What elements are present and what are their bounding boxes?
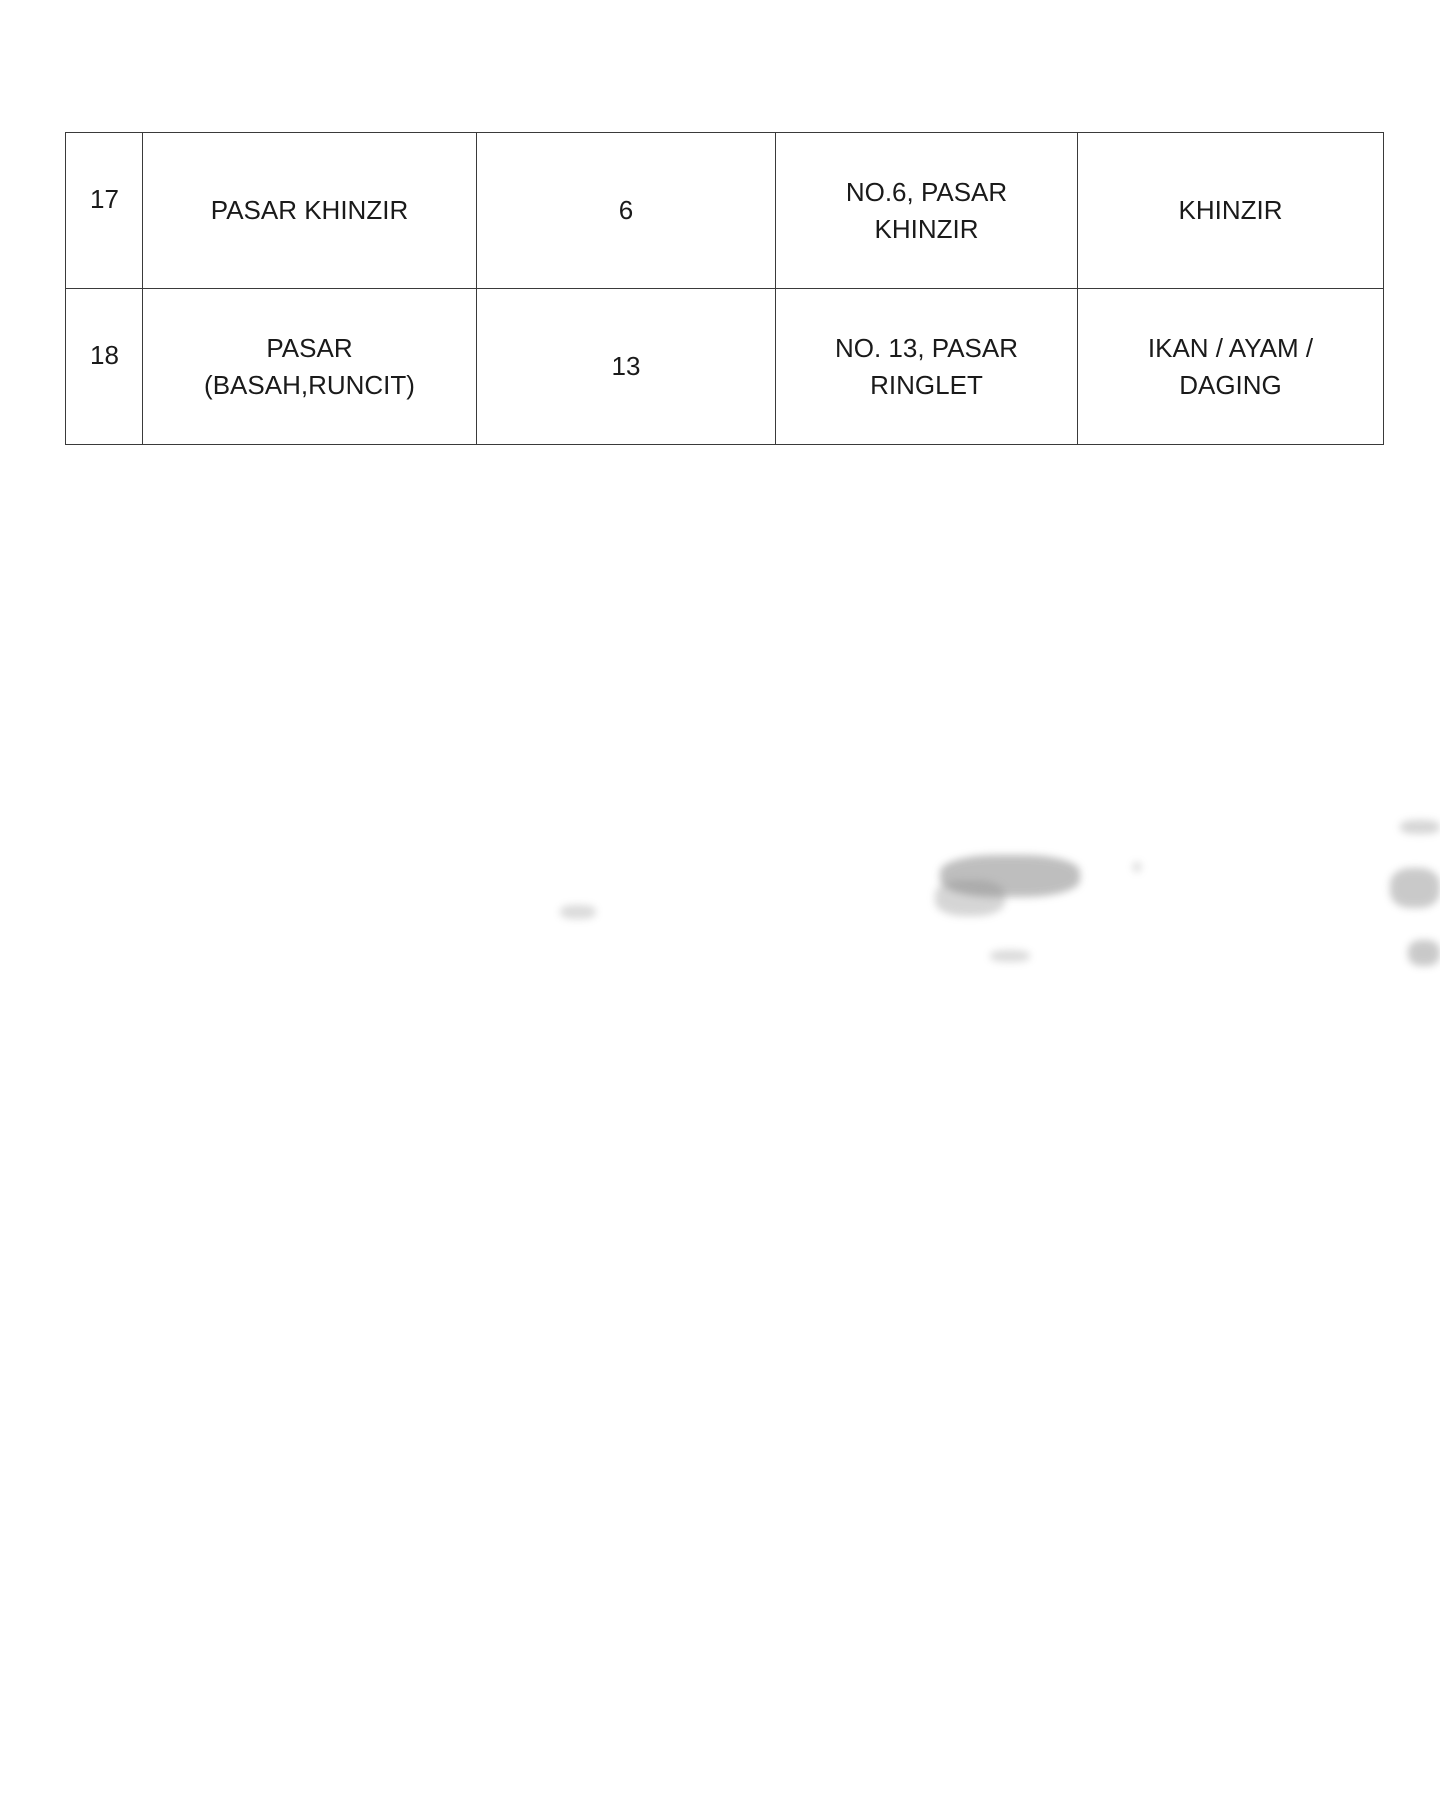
scan-smudge	[1133, 862, 1141, 872]
goods-type-cell: IKAN / AYAM / DAGING	[1077, 288, 1384, 445]
address-line: KHINZIR	[874, 213, 979, 244]
goods-type-line: IKAN / AYAM /	[1147, 332, 1314, 363]
stall-count: 13	[611, 351, 641, 381]
scan-smudge	[940, 855, 1080, 897]
scan-smudge	[1390, 868, 1440, 908]
market-name-line: PASAR KHINZIR	[210, 195, 409, 225]
scan-smudge	[1400, 820, 1440, 834]
row-number: 18	[90, 340, 119, 370]
address-line: RINGLET	[870, 369, 983, 400]
stall-count: 6	[618, 195, 634, 225]
stall-count-cell: 13	[476, 288, 776, 445]
address-cell: NO. 13, PASAR RINGLET	[775, 288, 1078, 445]
market-name-cell: PASAR KHINZIR	[142, 132, 477, 289]
row-number-cell: 17	[65, 132, 143, 289]
scan-smudge	[935, 880, 1005, 916]
address-line: NO. 13, PASAR	[834, 332, 1019, 363]
scan-smudge	[560, 905, 596, 919]
market-name-line: PASAR	[266, 332, 353, 363]
goods-type-cell: KHINZIR	[1077, 132, 1384, 289]
table-row: 18 PASAR (BASAH,RUNCIT) 13 NO. 13, PASAR…	[65, 288, 1384, 445]
scan-smudge	[990, 950, 1030, 962]
address-line: NO.6, PASAR	[845, 176, 1008, 207]
table-row: 17 PASAR KHINZIR 6 NO.6, PASAR KHINZIR K…	[65, 132, 1384, 289]
address-cell: NO.6, PASAR KHINZIR	[775, 132, 1078, 289]
row-number: 17	[90, 184, 119, 214]
stall-count-cell: 6	[476, 132, 776, 289]
row-number-cell: 18	[65, 288, 143, 445]
scan-smudge	[1408, 940, 1440, 966]
market-stall-table: 17 PASAR KHINZIR 6 NO.6, PASAR KHINZIR K…	[65, 132, 1384, 445]
market-name-cell: PASAR (BASAH,RUNCIT)	[142, 288, 477, 445]
goods-type-line: KHINZIR	[1178, 195, 1283, 225]
goods-type-line: DAGING	[1179, 369, 1282, 400]
market-name-line: (BASAH,RUNCIT)	[204, 369, 415, 400]
